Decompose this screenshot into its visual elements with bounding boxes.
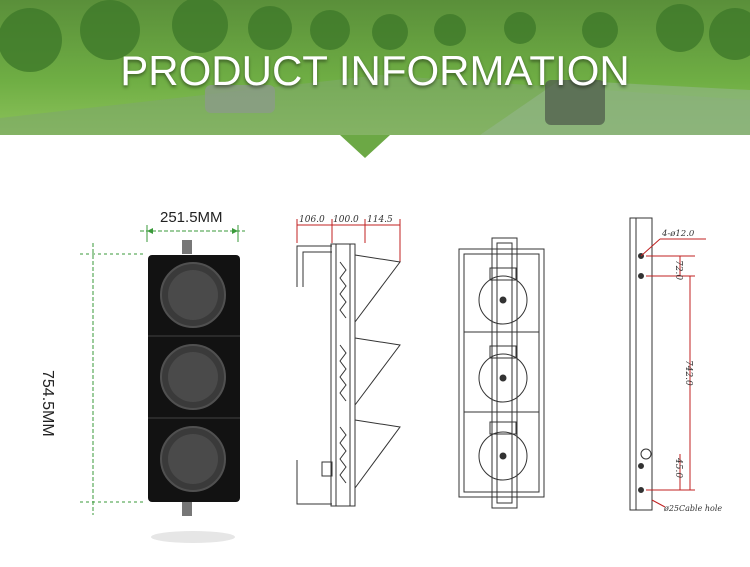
pole-dim-3: 45.0 bbox=[673, 457, 683, 478]
pole-dim-2: 742.0 bbox=[683, 360, 693, 386]
pole-bracket-view bbox=[629, 217, 706, 511]
height-dimension-label: 754.5MM bbox=[39, 370, 56, 437]
side-dim-1: 106.0 bbox=[299, 215, 325, 225]
width-dimension-label: 251.5MM bbox=[160, 209, 223, 226]
side-dim-2: 100.0 bbox=[333, 215, 359, 225]
side-dim-3: 114.5 bbox=[367, 215, 393, 225]
hole-spec-label: 4-ø12.0 bbox=[661, 229, 695, 239]
header-banner: PRODUCT INFORMATION bbox=[0, 0, 750, 160]
traffic-light-side-view bbox=[296, 219, 401, 507]
traffic-light-front-view bbox=[80, 225, 245, 543]
cable-hole-label: ø25Cable hole bbox=[663, 504, 722, 513]
traffic-light-rear-view bbox=[458, 237, 545, 509]
banner-background bbox=[0, 0, 750, 158]
banner-title: PRODUCT INFORMATION bbox=[120, 47, 630, 94]
pole-dim-1: 72.0 bbox=[673, 260, 683, 280]
